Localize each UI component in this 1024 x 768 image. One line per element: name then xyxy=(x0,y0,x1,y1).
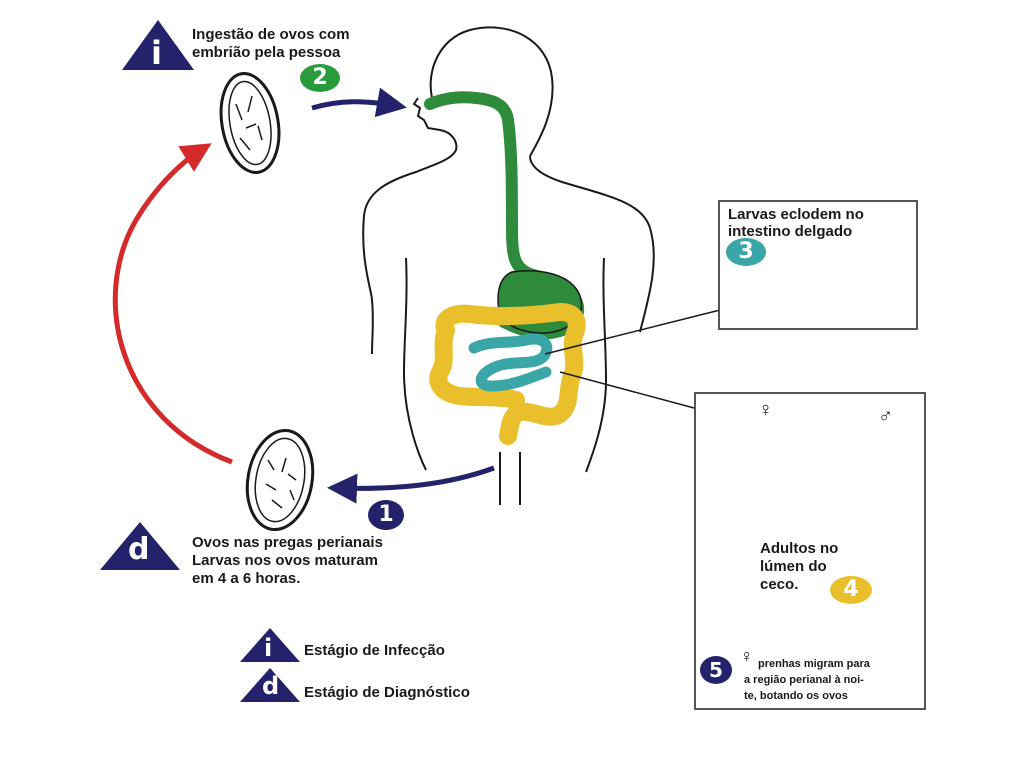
step-2-badge: 2 xyxy=(300,64,340,92)
infection-stage-letter: i xyxy=(151,34,162,72)
male-symbol: ♂ xyxy=(878,405,893,427)
female-symbol: ♀ xyxy=(758,399,773,421)
adult-worms-box xyxy=(694,392,926,710)
large-intestine xyxy=(429,303,586,445)
embryonated-egg-bottom xyxy=(245,428,315,532)
small-intestine xyxy=(468,333,553,392)
step-1-badge: 1 xyxy=(368,500,404,530)
infection-stage-triangle xyxy=(122,20,194,70)
pointer-line-to-box3 xyxy=(544,309,721,355)
legend-infection-letter: i xyxy=(264,634,273,662)
migrate-line1: prenhas migram para xyxy=(758,658,870,670)
perianal-line3: em 4 a 6 horas. xyxy=(192,570,301,587)
adults-line3: ceco. xyxy=(760,576,799,593)
legend-infection-triangle xyxy=(240,628,300,662)
esophagus-and-stomach xyxy=(424,91,585,340)
diagnostic-stage-triangle xyxy=(100,522,180,570)
pointer-line-to-box45 xyxy=(559,371,695,409)
egg-deposition-arrow xyxy=(327,465,495,504)
step-5-badge: 5 xyxy=(700,656,732,684)
ingestion-line2: embrião pela pessoa xyxy=(192,44,341,61)
step-3-badge: 3 xyxy=(726,238,766,266)
perianal-line2: Larvas nos ovos maturam xyxy=(192,552,378,569)
adults-line2: lúmen do xyxy=(760,558,827,575)
migrate-line2: a região perianal à noi- xyxy=(744,674,864,686)
ingestion-arrow xyxy=(311,87,407,118)
box3-line1: Larvas eclodem no xyxy=(728,206,864,223)
perianal-line1: Ovos nas pregas perianais xyxy=(192,534,383,551)
migrate-symbol: ♀ xyxy=(740,646,754,666)
step-4-badge: 4 xyxy=(830,576,872,604)
embryonated-egg-top xyxy=(219,72,281,174)
adults-line1: Adultos no xyxy=(760,540,839,557)
legend-diagnostic-triangle xyxy=(240,668,300,702)
autoinfection-cycle-arrow xyxy=(112,143,233,465)
box3-line2: intestino delgado xyxy=(728,223,853,240)
migrate-line3: te, botando os ovos xyxy=(744,690,848,702)
legend-diagnostic-letter: d xyxy=(262,672,280,700)
human-body-outline xyxy=(362,26,655,505)
ingestion-line1: Ingestão de ovos com xyxy=(192,26,350,43)
legend-diagnostic-label: Estágio de Diagnóstico xyxy=(304,684,470,701)
diagnostic-stage-letter: d xyxy=(128,532,150,567)
legend-infection-label: Estágio de Infecção xyxy=(304,642,445,659)
